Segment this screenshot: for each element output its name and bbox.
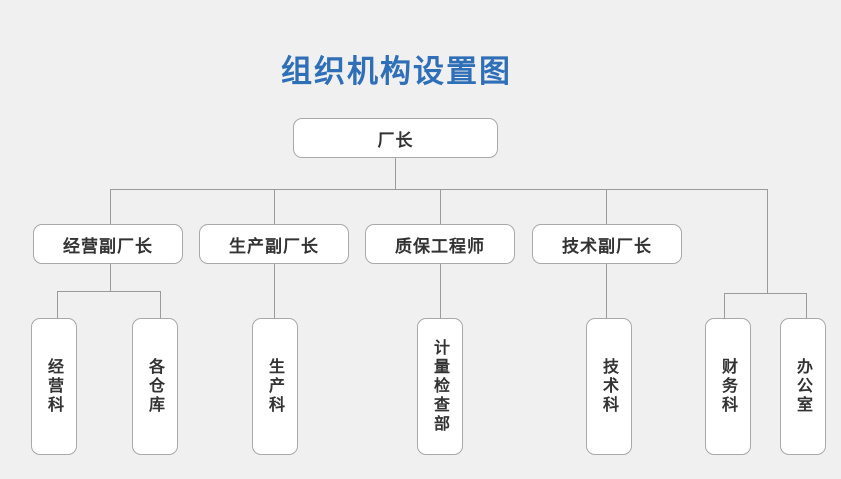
node-label: 经营科 [45, 358, 64, 415]
node-label: 经营副厂长 [63, 236, 153, 257]
node-deputy-technical: 技术副厂长 [532, 224, 682, 264]
node-label: 技术科 [600, 358, 619, 415]
node-technical-dept: 技术科 [586, 318, 632, 455]
node-deputy-operations: 经营副厂长 [33, 224, 183, 264]
node-label: 办公室 [794, 358, 813, 415]
node-warehouses: 各仓库 [132, 318, 178, 455]
chart-title: 组织机构设置图 [281, 54, 512, 90]
node-quality-engineer: 质保工程师 [365, 224, 515, 264]
node-label: 财务科 [719, 358, 738, 415]
node-production-dept: 生产科 [252, 318, 298, 455]
node-factory-director: 厂长 [293, 118, 498, 158]
node-label: 质保工程师 [395, 236, 485, 257]
node-finance-dept: 财务科 [705, 318, 751, 455]
node-business-dept: 经营科 [31, 318, 77, 455]
node-office: 办公室 [780, 318, 826, 455]
node-label: 生产科 [266, 358, 285, 415]
node-metrology-inspection: 计量检查部 [417, 318, 463, 455]
node-label: 生产副厂长 [229, 236, 319, 257]
node-label: 技术副厂长 [562, 236, 652, 257]
node-label: 计量检查部 [431, 339, 450, 434]
node-deputy-production: 生产副厂长 [199, 224, 349, 264]
node-label: 各仓库 [146, 358, 165, 415]
node-label: 厂长 [377, 130, 414, 151]
